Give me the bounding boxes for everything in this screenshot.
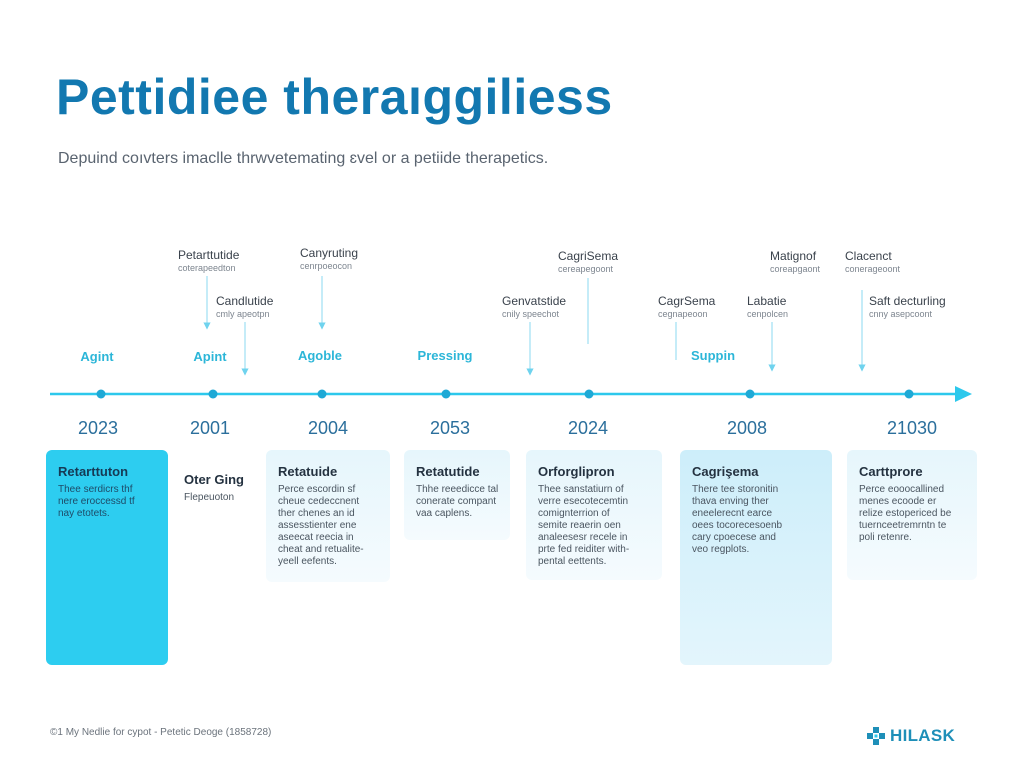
stage-label: Agoble bbox=[297, 348, 343, 363]
card-title: Retatutide bbox=[416, 464, 480, 479]
annotation-sub: cereapegoont bbox=[558, 264, 614, 274]
timeline-node bbox=[904, 389, 914, 399]
card-title: Carttprore bbox=[859, 464, 923, 479]
stage-label: Agint bbox=[80, 349, 114, 364]
annotation-sub: conerageoont bbox=[845, 264, 901, 274]
annotation-sub: cenrpoeocon bbox=[300, 261, 353, 271]
brand-logo: HILASK bbox=[866, 726, 955, 746]
brand-name: HILASK bbox=[890, 726, 956, 745]
annotation-name: Saft decturling bbox=[869, 294, 946, 308]
card-body: Flepeuoton bbox=[184, 492, 235, 503]
annotation: Labatie cenpolcen bbox=[747, 294, 788, 320]
year-label: 2053 bbox=[429, 418, 471, 438]
info-card: Oter Ging Flepeuoton bbox=[172, 456, 260, 516]
card-title: Retarttuton bbox=[58, 464, 129, 479]
annotation: CagrSema cegnapeoon bbox=[658, 294, 715, 320]
annotation-sub: cnily speechot bbox=[502, 309, 560, 319]
timeline-node bbox=[208, 389, 218, 399]
annotation-sub: cegnapeoon bbox=[658, 309, 708, 319]
card-body: Thee serdicrs thf nere eroccessd tf nay … bbox=[58, 484, 135, 519]
annotation: Petarttutide coterapeedton bbox=[178, 248, 239, 274]
footer-credit: ©1 My Nedlie for cypot - Petetic Deoge (… bbox=[50, 727, 272, 738]
year-label: 2001 bbox=[189, 418, 231, 438]
annotation: CagriSema cereapegoont bbox=[558, 249, 618, 275]
timeline-node bbox=[745, 389, 755, 399]
info-card: Orforglipron Thee sanstatiurn of verre e… bbox=[526, 450, 662, 580]
annotation-name: Canyruting bbox=[300, 246, 359, 260]
info-card: Retatuide Perce escordin sf cheue cedecc… bbox=[266, 450, 390, 582]
annotation: Saft decturling cnny asepcoont bbox=[869, 294, 946, 320]
year-label: 2004 bbox=[307, 418, 349, 438]
timeline-node bbox=[317, 389, 327, 399]
card-title: Oter Ging bbox=[184, 472, 244, 487]
timeline-node bbox=[96, 389, 106, 399]
card-body: Thhe reeedicce tal conerate compant vaa … bbox=[416, 484, 499, 519]
year-label: 2024 bbox=[567, 418, 609, 438]
annotation: Genvatstide cnily speechot bbox=[502, 294, 566, 320]
info-card: Retarttuton Thee serdicrs thf nere erocc… bbox=[46, 450, 168, 665]
info-card: Retatutide Thhe reeedicce tal conerate c… bbox=[404, 450, 510, 540]
year-label: 2023 bbox=[77, 418, 119, 438]
card-title: Cagrişema bbox=[692, 464, 759, 479]
card-body: Thee sanstatiurn of verre esecotecemtin … bbox=[538, 484, 630, 567]
annotation: Clacenct conerageoont bbox=[845, 249, 900, 275]
stage-label: Pressing bbox=[417, 348, 473, 363]
card-body: There tee storonitin thava enving ther e… bbox=[692, 484, 783, 555]
annotation-name: Genvatstide bbox=[502, 294, 567, 308]
page-title: Pettidiee theraıggiliess bbox=[56, 69, 613, 125]
annotation-sub: cnny asepcoont bbox=[869, 309, 933, 319]
annotation-name: Clacenct bbox=[845, 249, 892, 263]
annotation: Canyruting cenrpoeocon bbox=[300, 246, 358, 272]
card-title: Orforglipron bbox=[538, 464, 615, 479]
annotation-sub: cmly apeotpn bbox=[216, 309, 270, 319]
annotation-name: CagrSema bbox=[658, 294, 716, 308]
annotation: Candlutide cmly apeotpn bbox=[216, 294, 273, 320]
annotation: Matignof coreapgaont bbox=[770, 249, 820, 275]
card-body: Perce eooocallined menes ecoode er reliz… bbox=[859, 484, 952, 543]
annotation-name: Petarttutide bbox=[178, 248, 240, 262]
plus-cross-icon bbox=[867, 727, 885, 745]
card-title: Retatuide bbox=[278, 464, 338, 479]
timeline-node bbox=[584, 389, 594, 399]
annotation-name: Candlutide bbox=[216, 294, 274, 308]
annotation-name: Labatie bbox=[747, 294, 787, 308]
year-label: 21030 bbox=[886, 418, 938, 438]
annotation-sub: coterapeedton bbox=[178, 263, 236, 273]
info-card: Carttprore Perce eooocallined menes ecoo… bbox=[847, 450, 977, 580]
annotation-sub: cenpolcen bbox=[747, 309, 789, 319]
annotation-sub: coreapgaont bbox=[770, 264, 821, 274]
card-body: Perce escordin sf cheue cedeccnent ther … bbox=[278, 484, 364, 567]
timeline-node bbox=[441, 389, 451, 399]
annotation-name: CagriSema bbox=[558, 249, 619, 263]
stage-label: Apint bbox=[193, 349, 227, 364]
page-subtitle: Depuind coıvters imaclle thrwvetemating … bbox=[58, 150, 549, 167]
info-card: Cagrişema There tee storonitin thava env… bbox=[680, 450, 832, 665]
year-label: 2008 bbox=[726, 418, 768, 438]
timeline-arrowhead-icon bbox=[955, 386, 972, 402]
annotation-name: Matignof bbox=[770, 249, 817, 263]
stage-label: Suppin bbox=[690, 348, 736, 363]
